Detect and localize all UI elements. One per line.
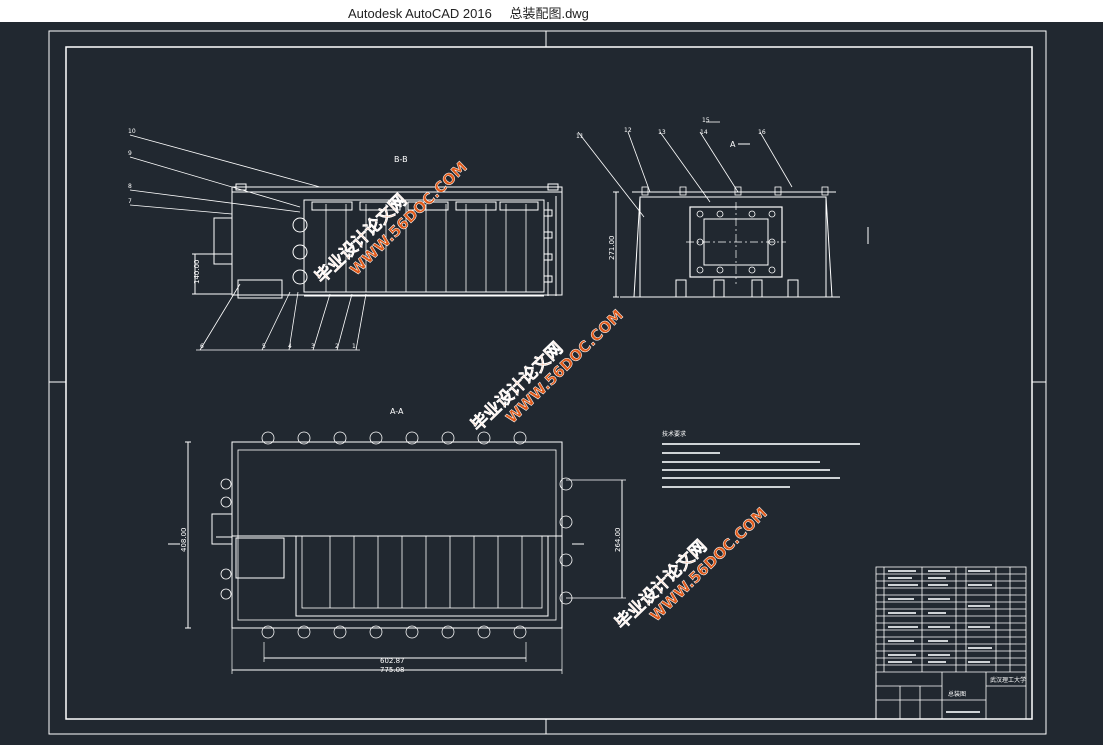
leader-6: 6 [200, 343, 204, 350]
leader-4: 4 [288, 343, 292, 350]
watermark-3-line2: WWW.56DOC.COM [646, 504, 770, 625]
leader-5: 5 [262, 343, 266, 350]
sheet-inner-border [65, 46, 1033, 720]
view-a-label: A [730, 140, 736, 149]
leader-12: 12 [624, 127, 632, 134]
dim-408: 408.00 [180, 528, 188, 553]
leader-2: 2 [335, 343, 339, 350]
title-block [875, 566, 1027, 720]
dim-140: 140.00 [193, 260, 201, 285]
leader-8: 8 [128, 183, 132, 190]
leader-10: 10 [128, 128, 136, 135]
section-bb-view [129, 134, 563, 351]
title-block-drawing-name: 总装图 [948, 690, 966, 698]
app-title: Autodesk AutoCAD 2016 [348, 6, 492, 21]
watermark-1-line2: WWW.56DOC.COM [346, 158, 470, 279]
leader-3: 3 [311, 343, 315, 350]
leader-13: 13 [658, 129, 666, 136]
tech-requirements-title: 技术要求 [662, 430, 686, 438]
window-title: Autodesk AutoCAD 2016 总装配图.dwg [348, 3, 589, 22]
leader-14: 14 [700, 129, 708, 136]
leader-1: 1 [352, 343, 356, 350]
watermark-1: 毕业设计论文网 WWW.56DOC.COM [311, 158, 471, 288]
dim-602: 602.87 [380, 657, 405, 665]
leader-11: 11 [576, 133, 584, 140]
leader-9: 9 [128, 150, 132, 157]
view-a [577, 121, 869, 298]
section-aa-view [168, 431, 626, 674]
leader-15: 15 [702, 117, 710, 124]
file-name: 总装配图.dwg [509, 6, 589, 21]
section-bb-label: B-B [394, 155, 408, 164]
drawing-svg[interactable]: B-B A-A A 140.00 271.00 408.00 264.00 60… [0, 22, 1103, 741]
title-block-school: 武汉理工大学 [990, 676, 1026, 684]
watermark-2: 毕业设计论文网 WWW.56DOC.COM [467, 306, 627, 436]
tech-requirements-lines [662, 443, 860, 488]
drawing-canvas[interactable]: B-B A-A A 140.00 271.00 408.00 264.00 60… [0, 22, 1103, 741]
section-aa-label: A-A [390, 407, 404, 416]
window-titlebar: Autodesk AutoCAD 2016 总装配图.dwg [0, 0, 1103, 22]
dim-775: 775.08 [380, 666, 405, 674]
leader-16: 16 [758, 129, 766, 136]
watermark-3: 毕业设计论文网 WWW.56DOC.COM [611, 504, 771, 634]
watermark-2-line2: WWW.56DOC.COM [502, 306, 626, 427]
dim-264: 264.00 [614, 528, 622, 553]
leader-7: 7 [128, 198, 132, 205]
dim-271: 271.00 [608, 236, 616, 261]
